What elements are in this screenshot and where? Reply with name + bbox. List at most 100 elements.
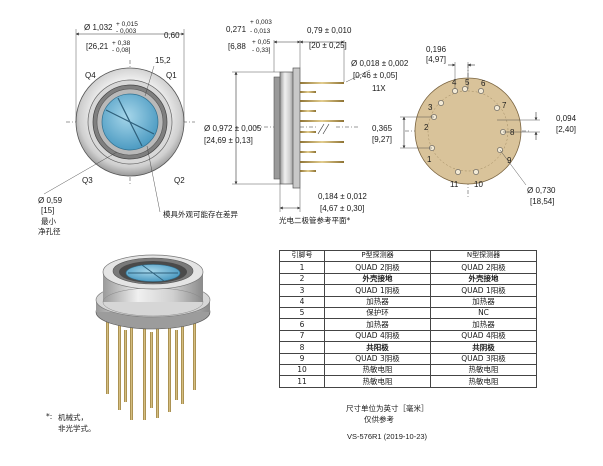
col-header-n-type: N型探测器 xyxy=(430,249,537,263)
side-pins xyxy=(300,82,344,172)
dim-tolerance: + 0,05 xyxy=(252,39,271,46)
pin-hole xyxy=(462,86,468,92)
dim-body-diameter: Ø 0,972 ± 0,005 xyxy=(204,124,262,133)
footnote-line: 机械式， xyxy=(58,413,88,422)
mold-note: 模具外观可能存在差异 xyxy=(163,209,238,219)
table-row: 2 外壳接地 外壳接地 xyxy=(279,272,537,286)
table-cell: 2 xyxy=(279,272,325,286)
table-cell: QUAD 3阳极 xyxy=(430,352,537,365)
dim-060: 0,60 xyxy=(164,31,180,40)
footnote-line: 非光学式。 xyxy=(58,424,96,433)
table-cell: 7 xyxy=(279,329,325,343)
table-row: 9 QUAD 3阴极 QUAD 3阳极 xyxy=(279,352,537,365)
table-cell: 9 xyxy=(279,352,325,365)
bottom-pins xyxy=(429,86,506,175)
pin-label: 7 xyxy=(502,101,507,110)
dim-aperture-mm: [15] xyxy=(41,206,54,215)
pin-label: 4 xyxy=(452,78,457,87)
table-cell: 热敏电阻 xyxy=(430,363,537,377)
table-row: 3 QUAD 1阴极 QUAD 1阳极 xyxy=(279,284,537,297)
table-cell: 1 xyxy=(279,261,325,274)
side-view: 0,271 + 0,003 - 0,013 [6,88 + 0,05 - 0,3… xyxy=(204,19,409,225)
dim-0184-mm: [4,67 ± 0,30] xyxy=(320,204,364,213)
pin-label: 3 xyxy=(428,103,433,112)
table-cell: 共阳极 xyxy=(324,341,431,354)
dim-0365: 0,365 xyxy=(372,124,393,133)
reference-plane-note: 光电二极管参考平面* xyxy=(279,215,350,225)
bottom-view: 1 2 3 4 5 6 7 8 9 10 11 0,196 [4,97] 0,3… xyxy=(372,45,577,206)
table-cell: 10 xyxy=(279,363,325,377)
can-body xyxy=(279,71,295,185)
table-cell: 加热器 xyxy=(324,318,431,331)
dim-0184: 0,184 ± 0,012 xyxy=(318,192,367,201)
table-cell: 加热器 xyxy=(324,295,431,308)
table-cell: 加热器 xyxy=(430,295,537,308)
table-header-row: 引脚号 P型探测器 N型探测器 xyxy=(279,249,537,263)
pin-label: 8 xyxy=(510,128,515,137)
dim-tolerance: - 0,003 xyxy=(116,28,137,35)
table-row: 7 QUAD 4阴极 QUAD 4阳极 xyxy=(279,329,537,343)
dim-tolerance: - 0,33] xyxy=(252,47,271,54)
col-header-pin: 引脚号 xyxy=(279,249,325,263)
quadrant-label: Q4 xyxy=(85,71,96,80)
dim-aperture: Ø 0,59 xyxy=(38,196,63,205)
units-note: 尺寸单位为英寸［毫米］ xyxy=(346,404,429,413)
table-cell: 8 xyxy=(279,341,325,354)
pin-label: 1 xyxy=(427,155,432,164)
table-row: 10 热敏电阻 热敏电阻 xyxy=(279,363,537,377)
pin-label: 2 xyxy=(424,123,429,132)
table-cell: 热敏电阻 xyxy=(324,363,431,377)
dim-pin-diameter: Ø 0,018 ± 0,002 xyxy=(351,59,409,68)
quadrant-label: Q1 xyxy=(166,71,177,80)
dim-0196: 0,196 xyxy=(426,45,447,54)
table-cell: QUAD 3阴极 xyxy=(324,352,431,365)
table-cell: 3 xyxy=(279,284,325,297)
dim-tolerance: - 0,08] xyxy=(112,47,131,54)
aperture-label: 最小 xyxy=(41,217,56,226)
isometric-render xyxy=(95,254,211,420)
front-view: Q4 Q1 Q3 Q2 Ø 1,032 + 0,015 - 0,003 [26,… xyxy=(38,21,238,236)
table-cell: 11 xyxy=(279,375,325,388)
dim-tolerance: + 0,38 xyxy=(112,40,131,47)
table-cell: QUAD 4阳极 xyxy=(430,329,537,343)
dim-pin-diameter-mm: [0,46 ± 0,05] xyxy=(353,71,397,80)
render-pins xyxy=(106,316,196,420)
table-cell: 5 xyxy=(279,306,325,320)
pin-count: 11X xyxy=(372,84,386,93)
quadrant-label: Q3 xyxy=(82,176,93,185)
table-cell: 加热器 xyxy=(430,318,537,331)
pin-hole xyxy=(478,88,484,94)
dim-tolerance: - 0,013 xyxy=(250,28,271,35)
dim-0271-mm: [6,88 xyxy=(228,42,246,51)
table-cell: 共阴极 xyxy=(430,341,537,354)
dim-0094-mm: [2,40] xyxy=(556,125,576,134)
quadrant-label: Q2 xyxy=(174,176,185,185)
dim-0271: 0,271 xyxy=(226,25,247,34)
pin-hole xyxy=(452,88,458,94)
table-cell: NC xyxy=(430,306,537,320)
pin-hole xyxy=(455,169,461,175)
table-row: 6 加热器 加热器 xyxy=(279,318,537,331)
dim-tolerance: + 0,015 xyxy=(116,21,138,28)
pin-label: 9 xyxy=(507,156,512,165)
table-cell: 外壳接地 xyxy=(430,272,537,286)
table-cell: 外壳接地 xyxy=(324,272,431,286)
pin-hole xyxy=(438,100,444,106)
dim-0196-mm: [4,97] xyxy=(426,55,446,64)
table-cell: QUAD 4阴极 xyxy=(324,329,431,343)
table-row: 5 保护环 NC xyxy=(279,306,537,320)
dim-0365-mm: [9,27] xyxy=(372,135,392,144)
footnote-mark: *: xyxy=(46,412,53,421)
table-row: 4 加热器 加热器 xyxy=(279,295,537,308)
table-row: 1 QUAD 2阴极 QUAD 2阳极 xyxy=(279,261,537,274)
table-row: 8 共阳极 共阴极 xyxy=(279,341,537,354)
table-cell: 保护环 xyxy=(324,306,431,320)
pin-label: 6 xyxy=(481,79,486,88)
pin-hole xyxy=(473,169,479,175)
dim-tolerance: + 0,003 xyxy=(250,19,272,26)
dim-152: 15,2 xyxy=(155,56,171,65)
dim-body-diameter-mm: [24,69 ± 0,13] xyxy=(204,136,253,145)
dim-outer-diameter-mm: [26,21 xyxy=(86,42,109,51)
col-header-p-type: P型探测器 xyxy=(324,249,431,263)
